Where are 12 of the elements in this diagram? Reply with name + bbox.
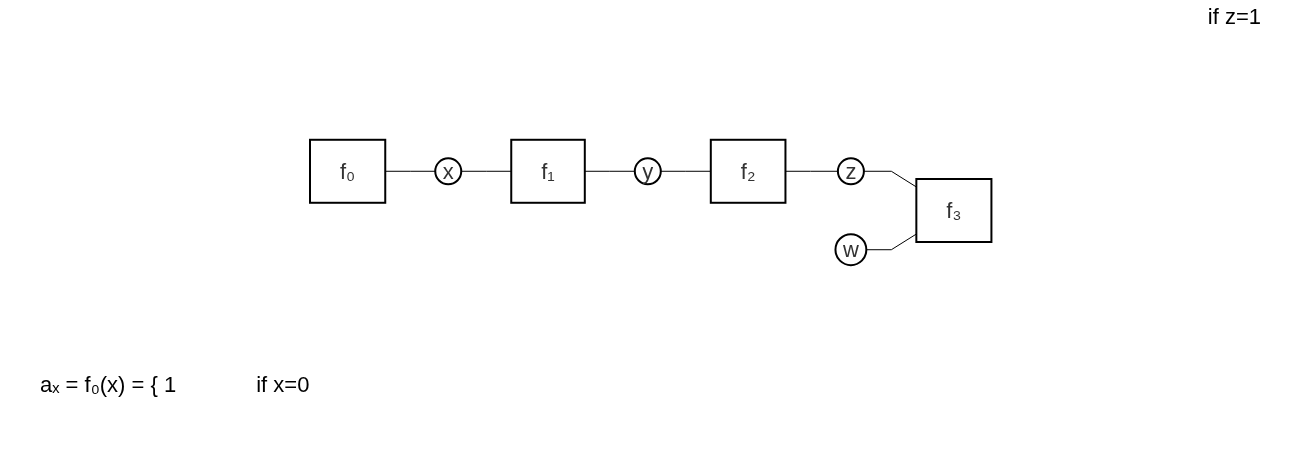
node-box: f₁: [510, 138, 586, 204]
connector: [863, 170, 917, 188]
node-circle: w: [834, 233, 868, 267]
formula-text: if x=0: [256, 372, 310, 398]
formula-text: if z=1: [1207, 4, 1261, 31]
node-circle: x: [434, 157, 463, 186]
formula-text: aₓ = f₀(x) = { 1: [40, 372, 177, 398]
node-box: f₀: [308, 138, 387, 204]
node-box: f₂: [709, 138, 787, 204]
node-circle: z: [836, 157, 865, 186]
node-box: f₃: [915, 178, 993, 243]
node-circle: y: [633, 157, 662, 186]
